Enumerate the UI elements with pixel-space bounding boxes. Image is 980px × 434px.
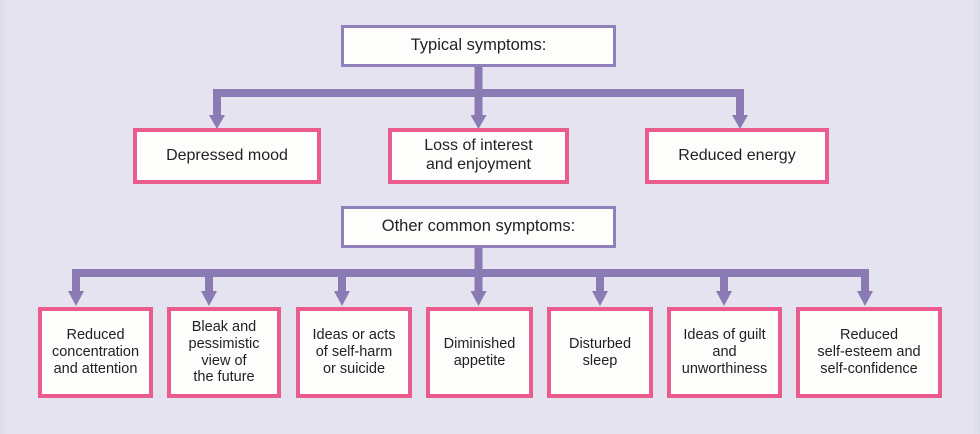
other-drop-5	[596, 269, 604, 293]
typical-symptom-label-0: Depressed mood	[166, 146, 288, 164]
other-symptom-label-3: Diminished appetite	[443, 335, 516, 369]
other-common-symptoms-header-label: Other common symptoms:	[381, 217, 576, 236]
other-symptom-label-4: Disturbed sleep	[568, 335, 632, 369]
other-arrowhead-7	[857, 291, 873, 306]
typical-arrowhead-3	[732, 115, 748, 129]
other-drop-3	[338, 269, 346, 293]
other-arrowhead-4	[470, 291, 487, 306]
other-symptom-box-reduced-concentration: Reduced concentration and attention	[38, 307, 153, 398]
other-arrowhead-5	[592, 291, 608, 306]
typical-symptom-label-2: Reduced energy	[678, 146, 796, 164]
other-symptom-label-5: Ideas of guilt and unworthiness	[681, 327, 768, 377]
other-symptom-label-0: Reduced concentration and attention	[51, 327, 140, 377]
typical-symptom-box-loss-of-interest: Loss of interest and enjoyment	[388, 128, 569, 184]
other-symptom-box-guilt-unworthiness: Ideas of guilt and unworthiness	[667, 307, 782, 398]
other-symptom-box-self-harm-or-suicide: Ideas or acts of self-harm or suicide	[296, 307, 412, 398]
typical-arrowhead-1	[209, 115, 225, 129]
other-symptom-box-bleak-pessimistic-view: Bleak and pessimistic view of the future	[167, 307, 281, 398]
left-edge-shading	[0, 0, 7, 434]
other-drop-7	[861, 269, 869, 293]
other-arrowhead-6	[716, 291, 732, 306]
typical-symptoms-header: Typical symptoms:	[341, 25, 616, 67]
other-arrowhead-2	[201, 291, 217, 306]
right-edge-shading	[973, 0, 980, 434]
other-symptom-box-diminished-appetite: Diminished appetite	[426, 307, 533, 398]
typical-symptom-label-1: Loss of interest and enjoyment	[424, 137, 533, 173]
other-common-symptoms-header: Other common symptoms:	[341, 206, 616, 248]
typical-drop-3	[736, 89, 744, 118]
other-arrowhead-3	[334, 291, 350, 306]
typical-symptoms-header-label: Typical symptoms:	[410, 36, 547, 55]
other-symptom-label-2: Ideas or acts of self-harm or suicide	[312, 327, 396, 377]
other-symptom-box-reduced-self-esteem: Reduced self-esteem and self-confidence	[796, 307, 942, 398]
typical-drop-2	[474, 89, 483, 118]
typical-symptom-box-reduced-energy: Reduced energy	[645, 128, 829, 184]
other-drop-2	[205, 269, 213, 293]
typical-arrowhead-2	[470, 115, 487, 129]
other-drop-1	[72, 269, 80, 293]
other-drop-6	[720, 269, 728, 293]
other-arrowhead-1	[68, 291, 84, 306]
typical-stem	[474, 66, 483, 91]
typical-symptom-box-depressed-mood: Depressed mood	[133, 128, 321, 184]
other-symptom-box-disturbed-sleep: Disturbed sleep	[547, 307, 653, 398]
other-stem	[474, 247, 483, 270]
other-bus	[72, 269, 869, 277]
other-symptom-label-6: Reduced self-esteem and self-confidence	[817, 327, 921, 377]
typical-drop-1	[213, 89, 221, 118]
other-symptom-label-1: Bleak and pessimistic view of the future	[188, 318, 260, 386]
other-drop-4	[474, 269, 483, 293]
